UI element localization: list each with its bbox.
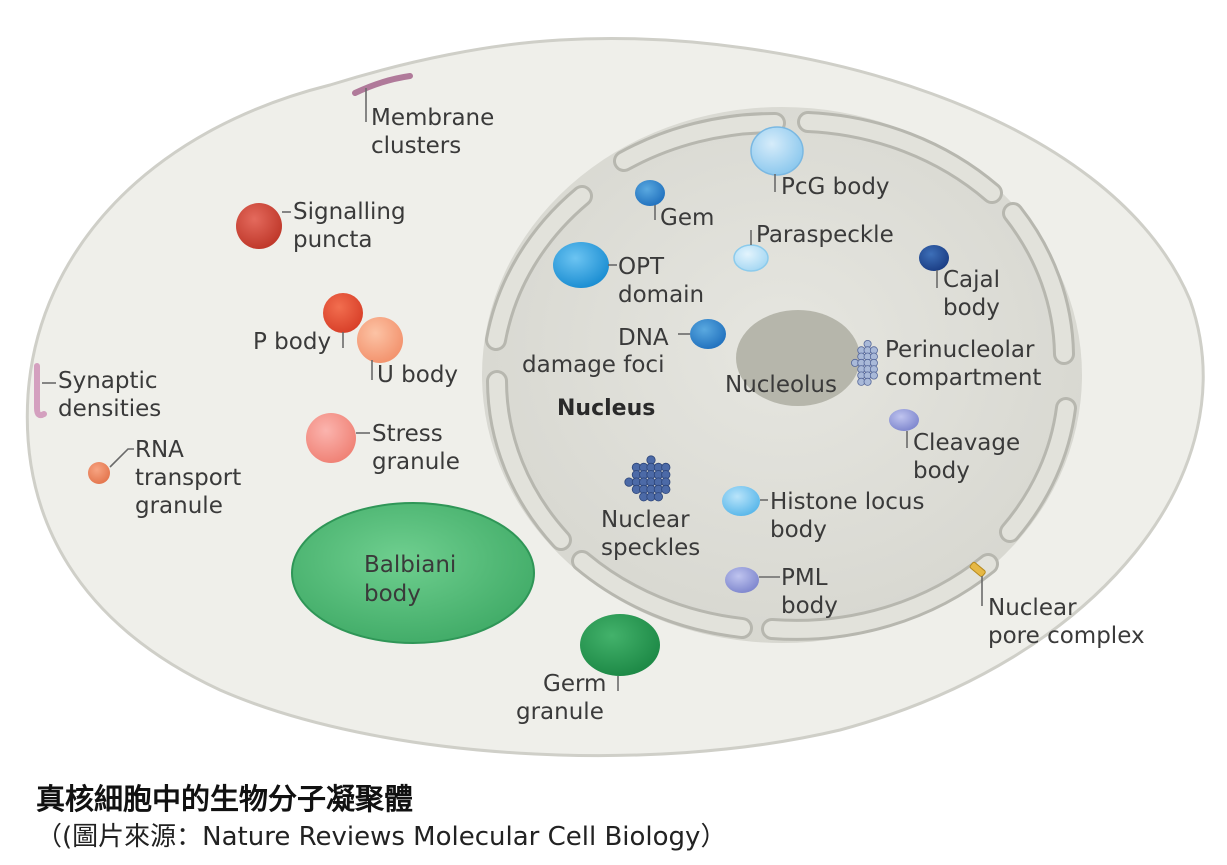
u-body-label: U body xyxy=(377,362,458,388)
germ-granule-label-2: granule xyxy=(516,699,604,725)
signalling-puncta-label-1: Signalling xyxy=(293,199,406,225)
synaptic-densities: Synaptic densities xyxy=(34,363,161,422)
membrane-clusters: Membrane clusters xyxy=(352,73,494,159)
cleavage-body: Cleavage body xyxy=(889,409,1020,484)
cell-diagram-svg: Membrane clusters Signalling puncta P bo… xyxy=(25,37,1205,758)
nucleus xyxy=(482,107,1082,643)
signalling-puncta: Signalling puncta xyxy=(236,199,406,253)
nuclear-pore-complex-label-1: Nuclear xyxy=(988,595,1077,621)
perinucleolar-compartment: Perinucleolar compartment xyxy=(851,337,1041,391)
cleavage-body-label-1: Cleavage xyxy=(913,430,1020,456)
opt-domain-label-1: OPT xyxy=(618,254,665,280)
paraspeckle: Paraspeckle xyxy=(733,222,894,272)
perinucleolar-dots xyxy=(851,339,878,386)
speckle-dot xyxy=(661,484,671,494)
cajal-body: Cajal body xyxy=(919,245,1000,321)
gem-label: Gem xyxy=(660,205,714,231)
membrane-clusters-label-2: clusters xyxy=(371,133,461,159)
histone-locus-body-label-2: body xyxy=(770,517,827,543)
cleavage-body-label-2: body xyxy=(913,458,970,484)
pcg-body-label: PcG body xyxy=(781,174,890,200)
u-body: U body xyxy=(357,317,458,388)
stress-granule: Stress granule xyxy=(306,413,460,475)
caption-source: （(圖片來源：Nature Reviews Molecular Cell Bio… xyxy=(36,822,727,852)
rna-transport-granule-label-2: transport xyxy=(135,465,241,491)
stress-granule-label-2: granule xyxy=(372,449,460,475)
perinucleolar-dot xyxy=(863,377,872,386)
stress-granule-label-1: Stress xyxy=(372,421,443,447)
nucleolus-label: Nucleolus xyxy=(725,372,837,398)
cajal-body-label-1: Cajal xyxy=(943,267,1000,293)
nuclear-speckles-label-2: speckles xyxy=(601,535,700,561)
germ-granule-label-1: Germ xyxy=(543,671,606,697)
cajal-body-label-2: body xyxy=(943,295,1000,321)
nuclear-speckle-dots xyxy=(624,455,671,502)
rna-transport-granule-label-3: granule xyxy=(135,493,223,519)
p-body: P body xyxy=(253,293,363,355)
speckle-dot xyxy=(653,492,664,502)
perinucleolar-compartment-label-1: Perinucleolar xyxy=(885,337,1035,363)
nuclear-speckles-label-1: Nuclear xyxy=(601,507,690,533)
nucleus-label: Nucleus xyxy=(557,396,655,421)
opt-domain: OPT domain xyxy=(553,242,704,308)
pcg-body: PcG body xyxy=(750,126,890,200)
synaptic-densities-label-2: densities xyxy=(58,396,161,422)
dna-damage-foci-label-2: damage foci xyxy=(522,352,664,378)
dna-damage-foci-label-1: DNA xyxy=(618,325,669,351)
pml-body-label-2: body xyxy=(781,593,838,619)
rna-transport-granule-label-1: RNA xyxy=(135,437,184,463)
pml-body: PML body xyxy=(725,565,838,619)
perinucleolar-dot xyxy=(869,371,878,380)
rna-transport-granule: RNA transport granule xyxy=(88,437,241,519)
p-body-label: P body xyxy=(253,329,331,355)
synaptic-densities-label-1: Synaptic xyxy=(58,368,158,394)
nucleolus-shape xyxy=(736,310,860,406)
membrane-clusters-label-1: Membrane xyxy=(371,105,494,131)
germ-granule: Germ granule xyxy=(516,614,660,725)
pml-body-label-1: PML xyxy=(781,565,828,591)
signalling-puncta-label-2: puncta xyxy=(293,227,373,253)
nuclear-pore-complex: Nuclear pore complex xyxy=(969,561,1145,649)
balbiani-body-label-2: body xyxy=(364,581,421,607)
balbiani-body: Balbiani body xyxy=(291,502,535,644)
caption-title: 真核細胞中的生物分子凝聚體 xyxy=(36,782,414,816)
opt-domain-label-2: domain xyxy=(618,282,704,308)
gem: Gem xyxy=(635,180,714,231)
perinucleolar-compartment-label-2: compartment xyxy=(885,365,1041,391)
paraspeckle-label: Paraspeckle xyxy=(756,222,894,248)
nuclear-pore-complex-label-2: pore complex xyxy=(988,623,1145,649)
diagram: Membrane clusters Signalling puncta P bo… xyxy=(25,37,1205,758)
histone-locus-body-label-1: Histone locus xyxy=(770,489,924,515)
histone-locus-body: Histone locus body xyxy=(722,486,924,543)
nuclear-speckles: Nuclear speckles xyxy=(601,455,700,561)
dna-damage-foci: DNA damage foci xyxy=(522,319,726,378)
balbiani-body-label-1: Balbiani xyxy=(364,552,456,578)
nuclear-envelope xyxy=(485,111,1077,641)
